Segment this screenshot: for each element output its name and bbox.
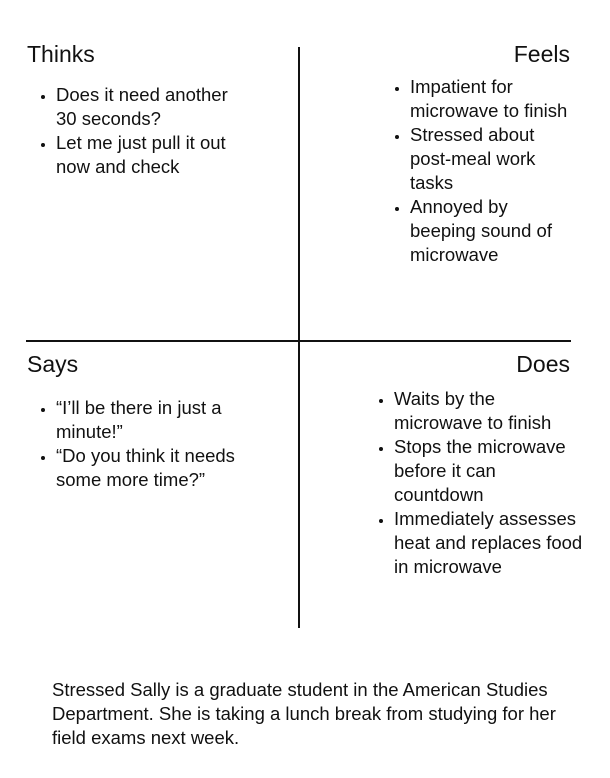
says-item: “Do you think it needs some more time?” xyxy=(56,444,236,492)
says-title: Says xyxy=(27,351,79,377)
says-item: “I’ll be there in just a minute!” xyxy=(56,396,236,444)
feels-item: Impatient for microwave to finish xyxy=(410,75,570,123)
horizontal-divider xyxy=(26,340,571,342)
feels-item: Annoyed by beeping sound of microwave xyxy=(410,195,570,267)
feels-list: Impatient for microwave to finish Stress… xyxy=(381,75,570,267)
does-item: Waits by the microwave to finish xyxy=(394,387,586,435)
does-item: Stops the microwave before it can countd… xyxy=(394,435,586,507)
vertical-divider xyxy=(298,47,300,628)
does-title: Does xyxy=(516,351,570,377)
feels-item: Stressed about post-meal work tasks xyxy=(410,123,570,195)
feels-title: Feels xyxy=(513,41,570,67)
persona-summary: Stressed Sally is a graduate student in … xyxy=(52,679,556,748)
thinks-title: Thinks xyxy=(27,41,95,67)
does-item: Immediately assesses heat and replaces f… xyxy=(394,507,586,579)
does-list: Waits by the microwave to finish Stops t… xyxy=(365,387,586,579)
says-list: “I’ll be there in just a minute!” “Do yo… xyxy=(27,396,236,492)
thinks-list: Does it need another 30 seconds? Let me … xyxy=(27,83,246,179)
thinks-item: Does it need another 30 seconds? xyxy=(56,83,246,131)
thinks-item: Let me just pull it out now and check xyxy=(56,131,246,179)
